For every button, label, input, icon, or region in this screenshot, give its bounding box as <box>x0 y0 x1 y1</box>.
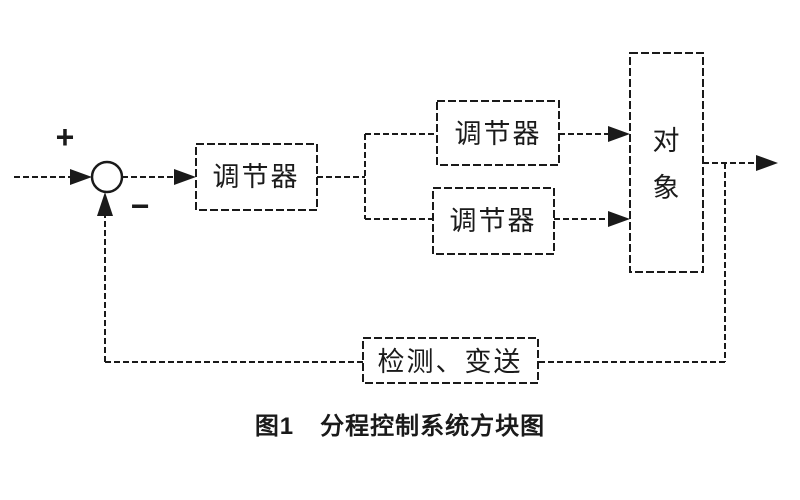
feedback-arrowhead-icon <box>97 192 113 216</box>
input-arrowhead-icon <box>70 169 92 185</box>
minus-sign: − <box>131 188 150 224</box>
plant-label-char-2: 象 <box>653 173 680 203</box>
summing-junction <box>90 160 124 194</box>
top-controller-label: 调节器 <box>455 119 542 149</box>
figure-caption: 图1 分程控制系统方块图 <box>255 412 545 440</box>
top-to-plant-arrowhead-icon <box>608 126 630 142</box>
figure-caption-title: 分程控制系统方块图 <box>320 412 545 440</box>
bottom-to-plant-arrowhead-icon <box>608 211 630 227</box>
feedback-block <box>362 337 539 384</box>
bottom-controller-block <box>432 187 555 255</box>
plus-sign: + <box>56 119 75 155</box>
output-arrowhead-icon <box>756 155 778 171</box>
main-controller-label: 调节器 <box>213 162 300 192</box>
top-controller-block <box>436 100 560 166</box>
plant-label-char-1: 对 <box>653 126 680 156</box>
figure-caption-number: 图1 <box>255 413 294 440</box>
error-arrowhead-icon <box>174 169 196 185</box>
bottom-controller-label: 调节器 <box>450 206 537 236</box>
feedback-label: 检测、变送 <box>378 347 523 377</box>
plant-block <box>629 52 704 273</box>
